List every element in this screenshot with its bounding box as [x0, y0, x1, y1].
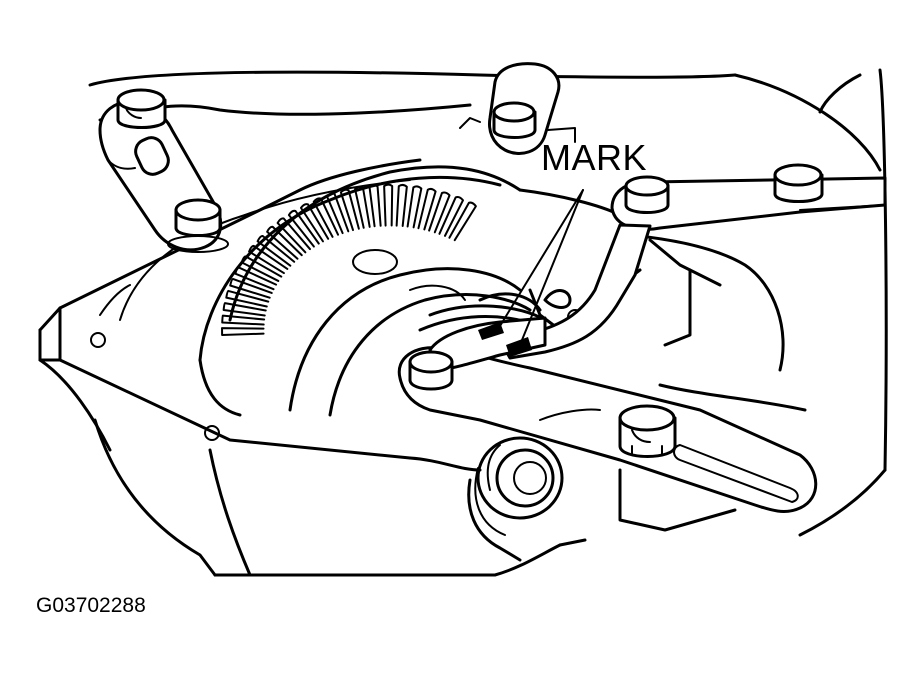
gear-tooth — [276, 217, 311, 254]
bolt-lower-left — [408, 350, 454, 391]
gear-tooth — [229, 277, 273, 299]
bolt-lower-right — [618, 404, 677, 458]
gear-tooth — [234, 266, 278, 291]
gear-tooth — [448, 201, 477, 242]
figure-code: G03702288 — [36, 594, 146, 617]
gear-tooth — [312, 197, 340, 238]
gear-teeth — [221, 183, 477, 337]
gear-tooth — [221, 327, 265, 337]
alignment-marks — [478, 189, 584, 357]
gear-tooth — [368, 184, 382, 228]
bolt-top-center — [459, 101, 576, 143]
sst-arm-right — [498, 176, 887, 360]
gear-tooth — [417, 187, 437, 231]
leader-line-2 — [521, 189, 584, 341]
gear-tooth — [299, 203, 330, 243]
leader-line-1 — [499, 189, 584, 327]
gear-tooth — [339, 188, 360, 232]
gear-tooth — [240, 255, 283, 282]
bolt-right-2 — [773, 163, 824, 203]
gear-tooth — [266, 225, 303, 260]
bolt-upper-left — [116, 88, 167, 129]
gear-tooth — [406, 185, 423, 229]
gear-tooth — [248, 244, 289, 275]
sst-arm-lower — [397, 316, 818, 513]
gear-tooth — [438, 196, 464, 237]
mark-right — [506, 337, 532, 357]
mark-callout-label: MARK — [541, 137, 648, 178]
side-bearing — [467, 436, 587, 562]
bolt-right-1 — [624, 175, 670, 214]
gear-tooth — [256, 235, 296, 267]
mark-left — [478, 322, 504, 340]
ring-gear — [198, 165, 532, 417]
gear-tooth — [395, 183, 408, 228]
gear-tooth — [222, 302, 267, 317]
bolt-upper-left-lower — [167, 198, 229, 253]
gear-tooth — [354, 185, 371, 229]
gear-tooth — [428, 191, 451, 234]
gear-tooth — [326, 192, 350, 235]
gear-tooth — [287, 209, 320, 248]
gear-tooth — [221, 314, 266, 326]
gear-tooth — [383, 183, 394, 227]
gear-tooth — [225, 289, 270, 308]
